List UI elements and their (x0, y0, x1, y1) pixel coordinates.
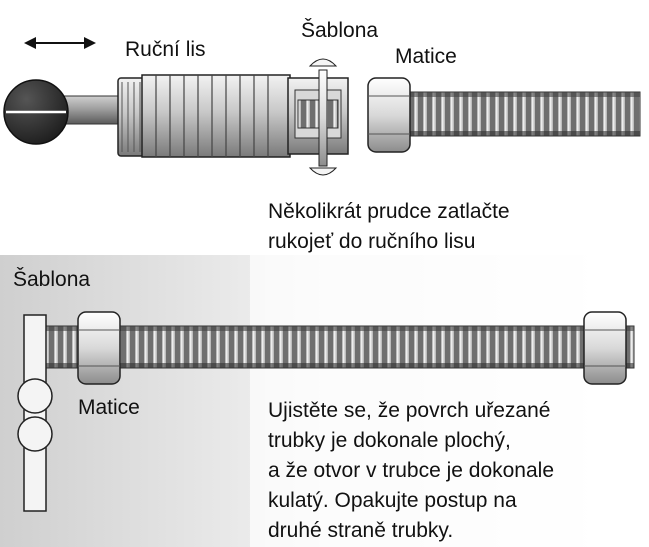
top-assembly (3, 37, 641, 176)
instruction-1-line: rukojeť do ručního lisu (268, 230, 476, 253)
hex-nut-top (367, 77, 411, 153)
hand-press-body (141, 74, 291, 158)
press-knob (3, 79, 69, 145)
instruction-1-line: Několikrát prudce zatlačte (268, 200, 510, 223)
label-template-bottom: Šablona (13, 268, 91, 291)
corrugated-pipe-bottom (43, 325, 635, 369)
press-inner-tube (297, 99, 339, 129)
instruction-1: Několikrát prudce zatlačte rukojeť do ru… (268, 197, 510, 257)
instruction-2-line: kulatý. Opakujte postup na (268, 489, 517, 512)
template-plate-bottom (17, 314, 53, 512)
label-hand-press: Ruční lis (125, 38, 206, 61)
bottom-assembly (17, 311, 635, 512)
label-nut-top: Matice (395, 45, 457, 68)
instruction-2-line: druhé straně trubky. (268, 519, 454, 542)
instruction-2-line: a že otvor v trubce je dokonale (268, 459, 555, 482)
double-arrow-icon (24, 37, 96, 49)
hex-nut-bottom-left (77, 311, 121, 385)
instruction-2: Ujistěte se, že povrch uřezané trubky je… (268, 396, 554, 546)
label-template-top: Šablona (301, 19, 379, 42)
template-pin-top (308, 58, 338, 176)
hex-nut-bottom-right (583, 311, 627, 385)
instruction-2-line: trubky je dokonale plochý, (268, 429, 511, 452)
bottom-scene-background-white (250, 255, 649, 547)
corrugated-pipe-top (399, 91, 641, 137)
instruction-2-line: Ujistěte se, že povrch uřezané (268, 399, 551, 422)
label-nut-bottom: Matice (78, 396, 140, 419)
